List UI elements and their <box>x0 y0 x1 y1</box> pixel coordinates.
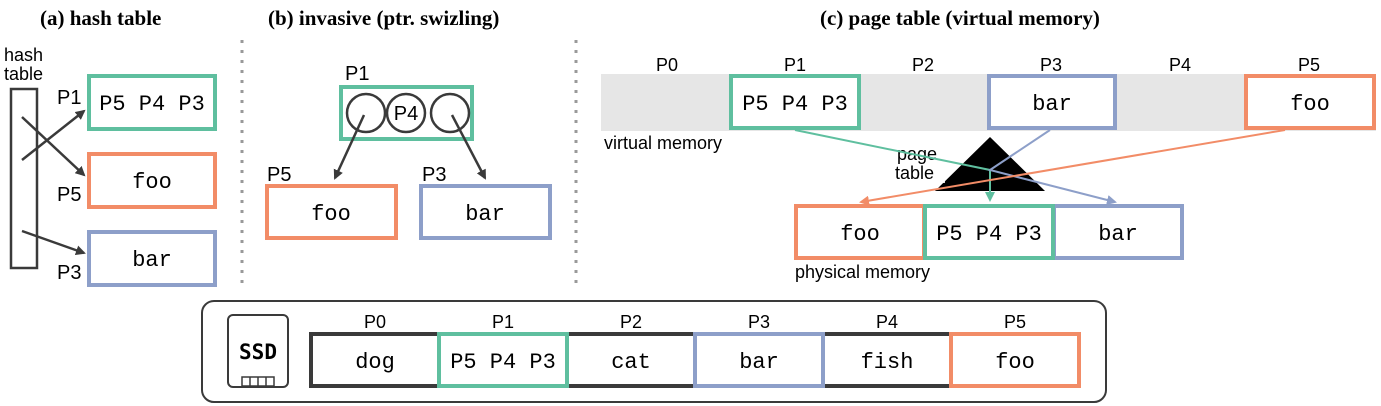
virtual-page-label: P0 <box>656 55 678 75</box>
virtual-memory-label: virtual memory <box>604 133 722 153</box>
page-box-p5 <box>87 152 217 209</box>
label-p5: P5 <box>57 184 81 206</box>
label-p5-invasive: P5 <box>267 164 291 186</box>
page-table-label-bg <box>893 143 945 183</box>
ssd-cell-text: fish <box>861 350 914 375</box>
page-table-label-line2: table <box>895 163 934 183</box>
physical-page-foo-text: foo <box>840 222 880 247</box>
virtual-page-p3-text: bar <box>1032 92 1072 117</box>
physical-page-bar-text: bar <box>1098 222 1138 247</box>
hash-table-label-line2: table <box>4 64 43 84</box>
hash-table-column <box>9 87 39 270</box>
ssd-icon-text: SSD <box>239 340 277 364</box>
virtual-page-p5 <box>1244 74 1376 130</box>
ssd-page-label: P2 <box>620 312 642 332</box>
panel-b-title: (b) invasive (ptr. swizling) <box>268 6 499 30</box>
page-box-p3 <box>87 230 217 287</box>
ssd-page-label: P4 <box>876 312 898 332</box>
page-box-p1-text: P5 P4 P3 <box>99 92 205 117</box>
arrow-hash-to-p1 <box>21 109 86 161</box>
ssd-cell-text: P5 P4 P3 <box>450 350 556 375</box>
virtual-page-p3 <box>987 74 1117 130</box>
panel-a-title: (a) hash table <box>40 6 161 30</box>
arrow-slot-to-p5 <box>333 114 366 180</box>
ssd-page-label: P3 <box>748 312 770 332</box>
ssd-cell-text: dog <box>355 350 395 375</box>
mapping-p3 <box>987 129 1117 205</box>
mapping-p5 <box>859 129 1286 206</box>
label-p3: P3 <box>57 262 81 284</box>
pointer-slot-2 <box>385 92 427 134</box>
virtual-page-label: P1 <box>784 55 806 75</box>
ssd-cell-text: foo <box>995 350 1035 375</box>
ssd-cell <box>309 332 441 388</box>
virtual-page-p5-text: foo <box>1290 92 1330 117</box>
page-table-label-line1: page <box>897 144 937 164</box>
ssd-cell-text: bar <box>739 350 779 375</box>
ssd-cell <box>693 332 825 388</box>
page-box-p5-text: foo <box>132 170 172 195</box>
ssd-cell <box>437 332 569 388</box>
virtual-page-p1-text: P5 P4 P3 <box>742 92 848 117</box>
page-box-p3-invasive-text: bar <box>465 202 505 227</box>
ssd-icon: SSD <box>227 314 289 388</box>
ssd-page-label: P0 <box>364 312 386 332</box>
physical-page-p1-text: P5 P4 P3 <box>936 222 1042 247</box>
ssd-page-label: P5 <box>1004 312 1026 332</box>
page-box-p5-invasive <box>265 184 398 240</box>
ssd-cell <box>565 332 697 388</box>
arrow-hash-to-p5 <box>21 116 86 177</box>
virtual-page-label: P4 <box>1169 55 1191 75</box>
ssd-page-label: P1 <box>492 312 514 332</box>
virtual-page-label: P3 <box>1040 55 1062 75</box>
label-p1: P1 <box>57 87 81 109</box>
pointer-slot-3 <box>429 92 471 134</box>
label-p1-invasive: P1 <box>345 63 369 85</box>
slot-p4-label: P4 <box>394 103 418 125</box>
arrow-hash-to-p3 <box>21 229 86 256</box>
hash-table-label-line1: hash <box>4 45 43 65</box>
page-box-p3-text: bar <box>132 248 172 273</box>
label-p3-invasive: P3 <box>422 164 446 186</box>
pointer-slot-1 <box>345 92 387 134</box>
panel-c-title: (c) page table (virtual memory) <box>820 6 1100 30</box>
physical-memory-label: physical memory <box>795 262 930 282</box>
virtual-page-label: P2 <box>912 55 934 75</box>
ssd-cell-text: cat <box>611 350 651 375</box>
page-box-p3-invasive <box>419 184 552 240</box>
arrow-slot-to-p3 <box>450 114 487 180</box>
ssd-cell <box>949 332 1081 388</box>
virtual-page-p1 <box>729 74 861 130</box>
physical-page-p1 <box>923 204 1055 260</box>
physical-page-bar <box>1052 204 1184 260</box>
page-box-p5-invasive-text: foo <box>311 202 351 227</box>
virtual-page-label: P5 <box>1298 55 1320 75</box>
page-box-p1 <box>87 74 217 131</box>
